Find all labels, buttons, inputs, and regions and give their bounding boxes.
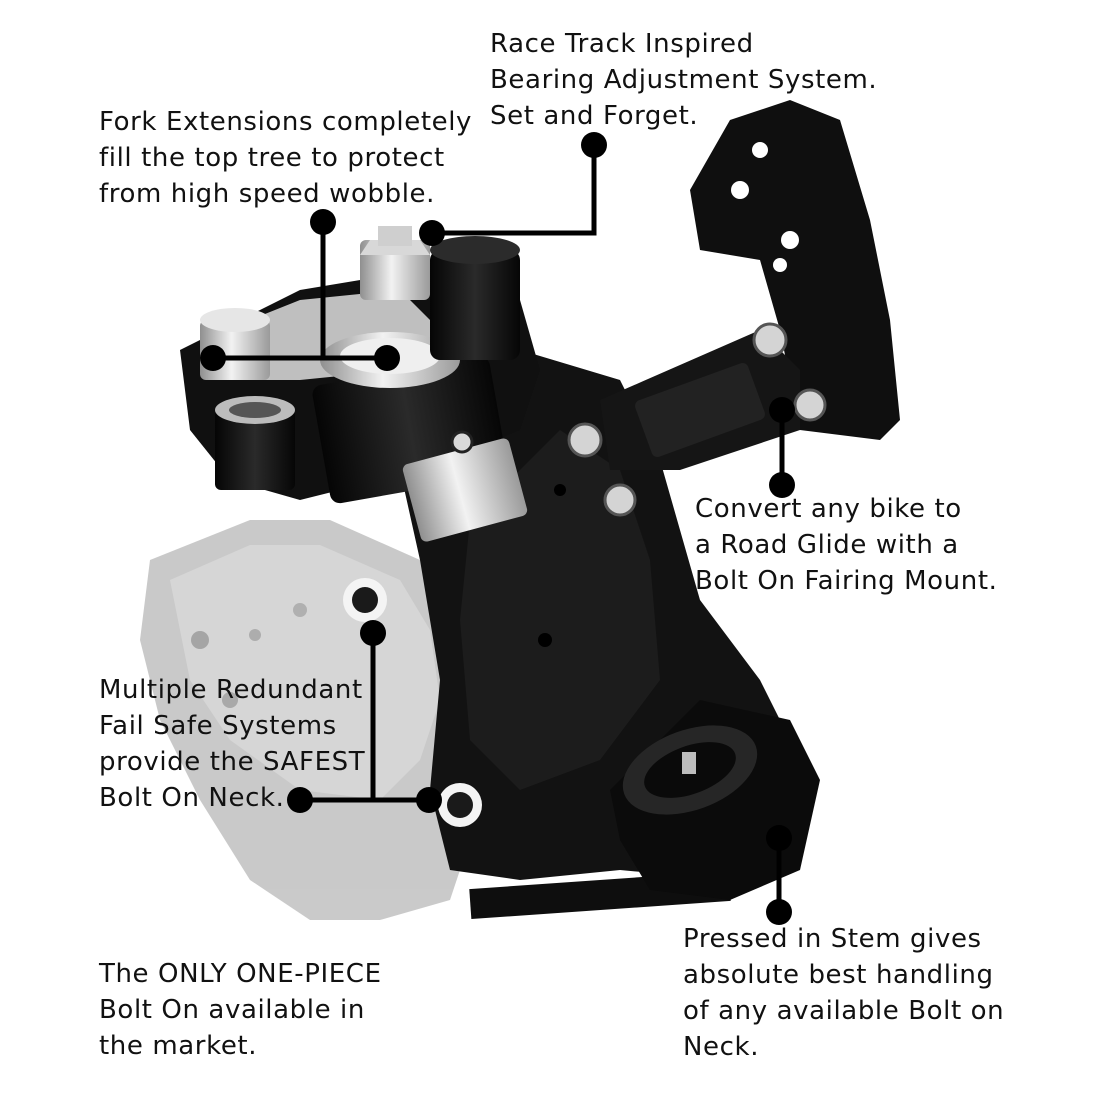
callout-line: The ONLY ONE-PIECE	[99, 959, 382, 989]
fork-extension-left	[200, 308, 295, 490]
callout-line: provide the SAFEST	[99, 747, 366, 777]
dot-fork-right	[374, 345, 400, 371]
callout-failsafe: Multiple Redundant Fail Safe Systems pro…	[99, 672, 365, 816]
fairing-mount-bracket	[600, 100, 900, 470]
dot-fairing-bottom	[769, 472, 795, 498]
leader-bearing	[432, 145, 597, 236]
dot-stem-top	[766, 825, 792, 851]
callout-line: of any available Bolt on	[683, 996, 1005, 1026]
callout-stem: Pressed in Stem gives absolute best hand…	[683, 921, 1004, 1065]
callout-line: Set and Forget.	[490, 101, 699, 131]
callout-fork: Fork Extensions completely fill the top …	[99, 104, 472, 212]
callout-bearing: Race Track Inspired Bearing Adjustment S…	[490, 26, 877, 134]
dot-fork-left	[200, 345, 226, 371]
leader-lines	[213, 145, 785, 912]
callout-fairing: Convert any bike to a Road Glide with a …	[695, 491, 997, 599]
dot-failsafe-right	[416, 787, 442, 813]
callout-line: from high speed wobble.	[99, 179, 435, 209]
fairing-bolts	[567, 322, 827, 517]
callout-line: the market.	[99, 1031, 258, 1061]
dot-bearing-top	[581, 132, 607, 158]
callout-line: Convert any bike to	[695, 494, 962, 524]
callout-line: Fork Extensions completely	[99, 107, 473, 137]
callout-onepiece: The ONLY ONE-PIECE Bolt On available in …	[99, 956, 382, 1064]
dot-bearing-end	[419, 220, 445, 246]
callout-line: absolute best handling	[683, 960, 994, 990]
dot-failsafe-top	[360, 620, 386, 646]
callout-line: Bolt On Fairing Mount.	[695, 566, 998, 596]
bearing-adjuster	[360, 226, 520, 360]
dot-stem-bottom	[766, 899, 792, 925]
callout-line: Bolt On available in	[99, 995, 365, 1025]
dot-fork-top	[310, 209, 336, 235]
stem-cup	[610, 700, 820, 900]
callout-line: Fail Safe Systems	[99, 711, 337, 741]
dot-failsafe-left	[287, 787, 313, 813]
callout-line: Neck.	[683, 1032, 760, 1062]
callout-line: Bolt On Neck.	[99, 783, 285, 813]
callout-line: Race Track Inspired	[490, 29, 754, 59]
callout-line: a Road Glide with a	[695, 530, 959, 560]
leader-dots	[200, 132, 795, 925]
callout-line: Bearing Adjustment System.	[490, 65, 878, 95]
callout-line: Pressed in Stem gives	[683, 924, 982, 954]
failsafe-bolts	[343, 578, 482, 827]
callout-line: fill the top tree to protect	[99, 143, 445, 173]
callout-line: Multiple Redundant	[99, 675, 363, 705]
dot-fairing-top	[769, 397, 795, 423]
